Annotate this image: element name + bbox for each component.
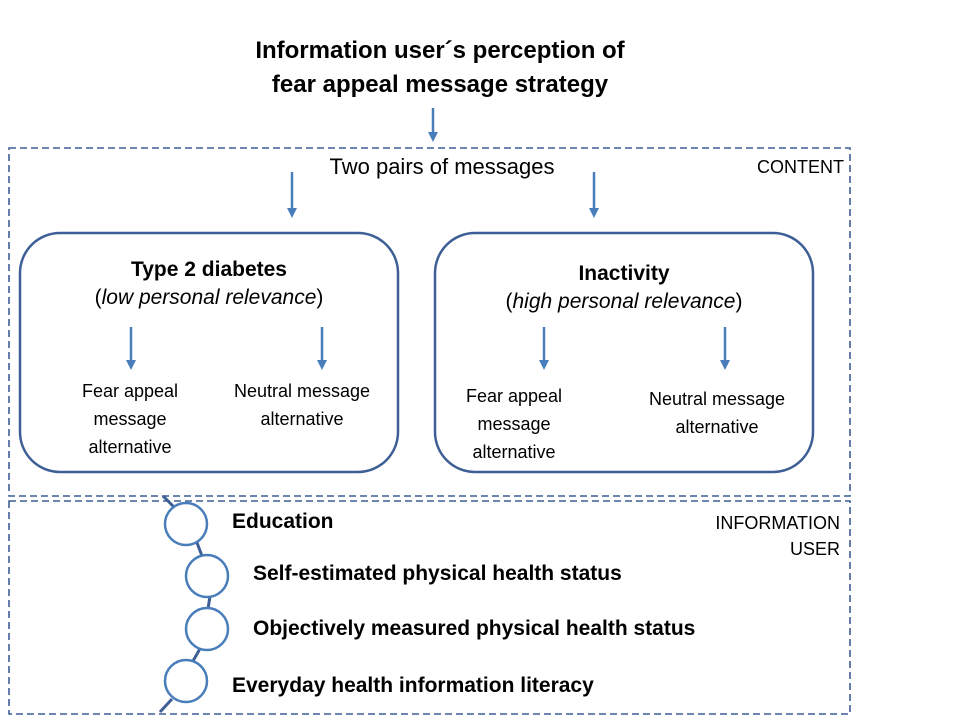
information-user-section: [8, 500, 851, 715]
alt-line: message: [93, 409, 167, 429]
box-title: Inactivity: [578, 262, 670, 285]
box-relevance: (low personal relevance): [94, 286, 324, 309]
alt-line: Neutral message: [233, 381, 371, 401]
chain-link-bottom: [158, 697, 174, 714]
fear-appeal-alternative-right: Fear appeal message alternative: [424, 382, 604, 466]
alt-line: message: [477, 414, 551, 434]
title-line-2: fear appeal message strategy: [271, 71, 609, 98]
factor-objective-health: Objectively measured physical health sta…: [253, 617, 696, 640]
factor-circle-1: [163, 501, 209, 547]
factor-circle-3: [184, 606, 230, 652]
alt-line: Neutral message: [648, 389, 786, 409]
info-label-line-1: INFORMATION: [715, 513, 840, 533]
information-user-label: INFORMATION USER: [660, 510, 840, 562]
factor-circle-2: [184, 553, 230, 599]
relevance-text: low personal relevance: [101, 286, 317, 309]
content-section: [8, 147, 851, 497]
neutral-message-alternative-left: Neutral message alternative: [207, 377, 397, 433]
factor-health-literacy: Everyday health information literacy: [232, 674, 594, 697]
factor-education: Education: [232, 510, 334, 533]
inactivity-box: [433, 231, 815, 474]
box-relevance: (high personal relevance): [505, 290, 743, 313]
alt-line: alternative: [472, 442, 556, 462]
alt-line: alternative: [675, 417, 759, 437]
alt-line: alternative: [260, 409, 344, 429]
factor-circle-4: [163, 658, 209, 704]
box-title: Type 2 diabetes: [130, 258, 287, 281]
info-label-line-2: USER: [789, 539, 840, 559]
neutral-message-alternative-right: Neutral message alternative: [622, 385, 812, 441]
inactivity-header: Inactivity (high personal relevance): [435, 262, 813, 314]
alt-line: Fear appeal: [81, 381, 179, 401]
messages-subtitle: Two pairs of messages: [329, 154, 555, 179]
type2-diabetes-box: [18, 231, 400, 474]
alt-line: alternative: [88, 437, 172, 457]
title-line-1: Information user´s perception of: [255, 37, 625, 64]
relevance-text: high personal relevance: [512, 290, 736, 313]
fear-appeal-alternative-left: Fear appeal message alternative: [20, 377, 240, 461]
type2-diabetes-header: Type 2 diabetes (low personal relevance): [20, 258, 398, 310]
content-section-label: CONTENT: [757, 157, 844, 177]
alt-line: Fear appeal: [465, 386, 563, 406]
diagram-title: Information user´s perception of fear ap…: [180, 34, 700, 102]
factor-self-estimated-health: Self-estimated physical health status: [253, 562, 622, 585]
